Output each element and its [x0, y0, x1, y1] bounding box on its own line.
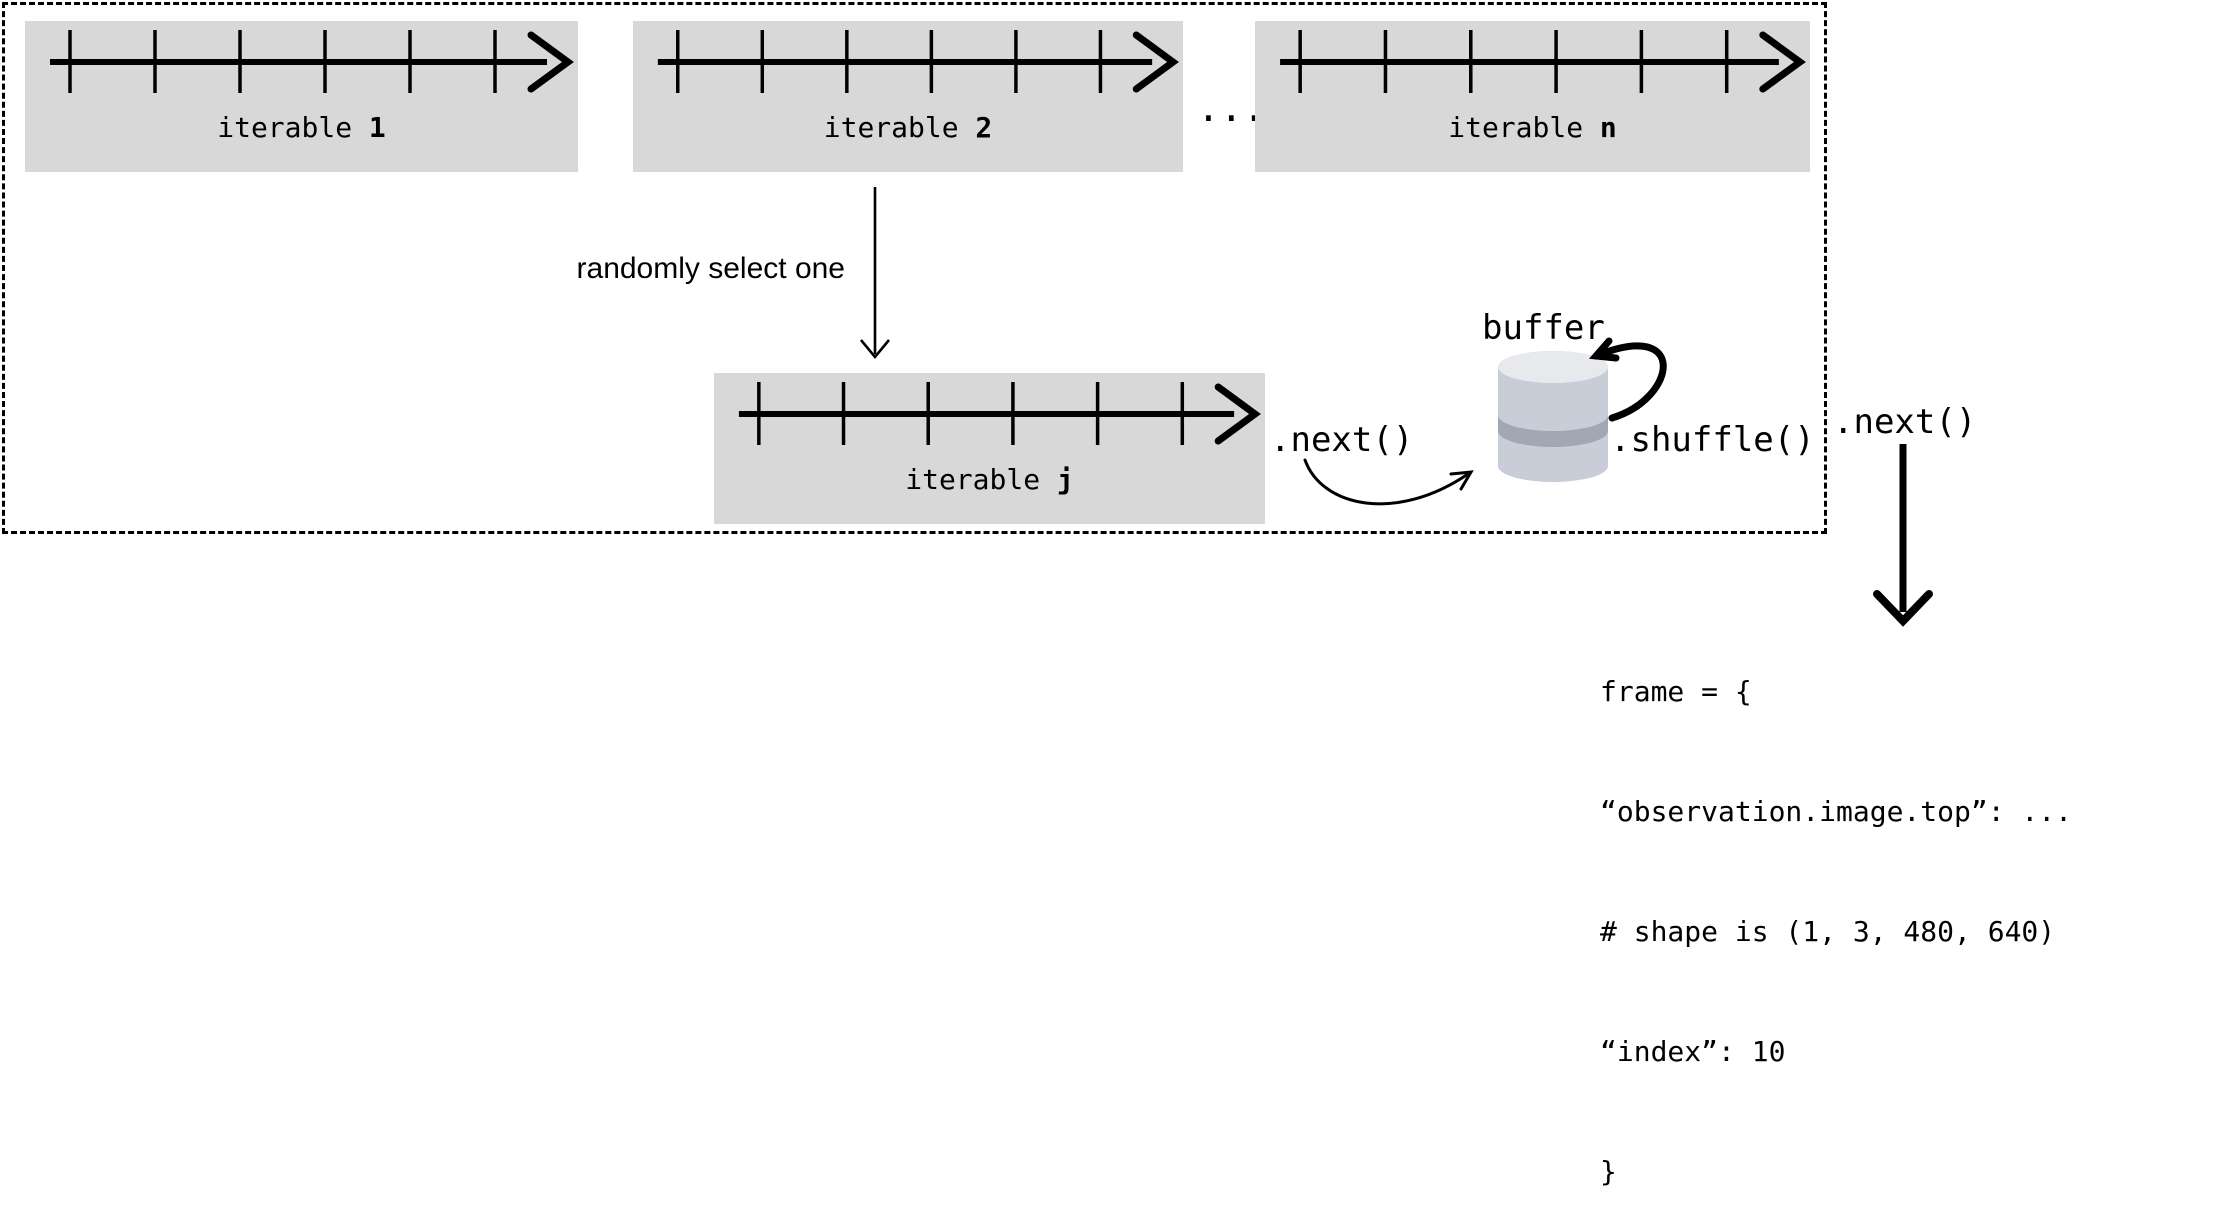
iterable-label: iterable 2: [633, 111, 1183, 144]
iterable-id: 2: [975, 111, 993, 144]
code-line: “observation.image.top”: ...: [1600, 795, 2073, 828]
next-call-label-2: .next(): [1833, 402, 1977, 442]
iterable-id: j: [1056, 463, 1074, 496]
shuffle-call-label: .shuffle(): [1610, 420, 1815, 460]
iterable-box-2: iterable 2: [633, 21, 1183, 172]
code-line: frame = {: [1600, 675, 1752, 708]
iterable-box-n: iterable n: [1255, 21, 1810, 172]
next-call-label-1: .next(): [1270, 420, 1414, 460]
timeline-arrow-icon: [738, 382, 1261, 445]
pipeline-boundary: [2, 2, 1827, 534]
code-line: }: [1600, 1155, 1617, 1188]
iterable-word: iterable: [1448, 111, 1584, 144]
timeline-arrow-icon: [1280, 30, 1806, 93]
iterable-word: iterable: [217, 111, 353, 144]
iterable-word: iterable: [905, 463, 1041, 496]
ellipsis-dots: ...: [1197, 86, 1266, 130]
iterable-box-j: iterable j: [714, 373, 1265, 524]
iterable-word: iterable: [823, 111, 959, 144]
buffer-label: buffer: [1482, 308, 1605, 348]
code-line: “index”: 10: [1600, 1035, 1786, 1068]
iterable-id: n: [1599, 111, 1617, 144]
timeline-arrow-icon: [50, 30, 574, 93]
iterable-label: iterable 1: [25, 111, 578, 144]
randomly-select-label: randomly select one: [576, 252, 845, 285]
iterable-label: iterable n: [1255, 111, 1810, 144]
timeline-arrow-icon: [657, 30, 1179, 93]
code-line: # shape is (1, 3, 480, 640): [1600, 915, 2056, 948]
iterable-label: iterable j: [714, 463, 1265, 496]
iterable-box-1: iterable 1: [25, 21, 578, 172]
iterable-id: 1: [368, 111, 386, 144]
frame-code-block: frame = { “observation.image.top”: ... #…: [1600, 592, 2072, 1232]
